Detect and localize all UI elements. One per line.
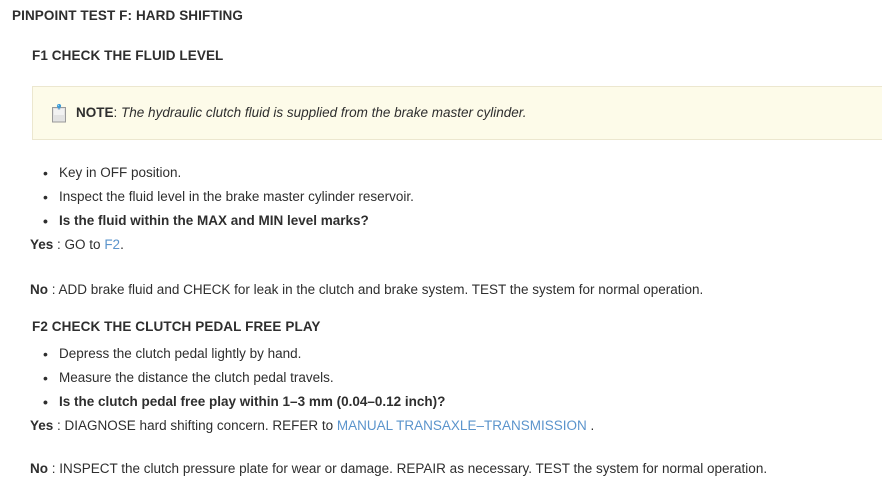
answer-text-after: . xyxy=(120,237,124,252)
list-item: Is the fluid within the MAX and MIN leve… xyxy=(0,209,414,233)
answer-separator: : xyxy=(48,461,60,476)
list-item-label: Key in OFF position. xyxy=(59,165,182,180)
list-item: Is the clutch pedal free play within 1–3… xyxy=(0,390,445,414)
answer-yes-f1: Yes : GO to F2. xyxy=(30,235,124,255)
list-item-label: Inspect the fluid level in the brake mas… xyxy=(59,189,414,204)
list-item-label: Is the fluid within the MAX and MIN leve… xyxy=(59,213,369,228)
note-text: NOTE: The hydraulic clutch fluid is supp… xyxy=(76,104,526,122)
answer-text-after: . xyxy=(586,418,595,433)
answer-text: ADD brake fluid and CHECK for leak in th… xyxy=(58,282,704,297)
step-heading-f2: F2 CHECK THE CLUTCH PEDAL FREE PLAY xyxy=(32,319,321,334)
step-heading-f1: F1 CHECK THE FLUID LEVEL xyxy=(32,48,224,63)
note-separator: : xyxy=(113,105,118,121)
page-title: PINPOINT TEST F: HARD SHIFTING xyxy=(12,8,243,23)
answer-separator: : xyxy=(53,237,65,252)
list-item-label: Depress the clutch pedal lightly by hand… xyxy=(59,346,302,361)
list-item-label: Measure the distance the clutch pedal tr… xyxy=(59,370,334,385)
note-body: The hydraulic clutch fluid is supplied f… xyxy=(121,105,527,121)
list-item: Measure the distance the clutch pedal tr… xyxy=(0,366,445,390)
answer-separator: : xyxy=(48,282,59,297)
answer-separator: : xyxy=(53,418,65,433)
answer-text: DIAGNOSE hard shifting concern. REFER to xyxy=(64,418,337,433)
list-item: Depress the clutch pedal lightly by hand… xyxy=(0,342,445,366)
step-f2-bullet-list: Depress the clutch pedal lightly by hand… xyxy=(0,342,445,414)
note-callout-box: NOTE: The hydraulic clutch fluid is supp… xyxy=(32,86,882,140)
answer-no-f2: No : INSPECT the clutch pressure plate f… xyxy=(30,459,767,479)
answer-text: INSPECT the clutch pressure plate for we… xyxy=(59,461,768,476)
note-content: NOTE: The hydraulic clutch fluid is supp… xyxy=(51,87,526,139)
note-label: NOTE xyxy=(76,105,114,121)
link-f2[interactable]: F2 xyxy=(104,237,121,252)
list-item: Key in OFF position. xyxy=(0,161,414,185)
answer-key: No xyxy=(30,461,48,476)
answer-key: No xyxy=(30,282,48,297)
step-f1-bullet-list: Key in OFF position. Inspect the fluid l… xyxy=(0,161,414,233)
answer-no-f1: No : ADD brake fluid and CHECK for leak … xyxy=(30,280,703,300)
answer-yes-f2: Yes : DIAGNOSE hard shifting concern. RE… xyxy=(30,416,594,436)
list-item-label: Is the clutch pedal free play within 1–3… xyxy=(59,394,446,409)
note-pin-icon xyxy=(51,103,67,123)
answer-text: GO to xyxy=(64,237,105,252)
list-item: Inspect the fluid level in the brake mas… xyxy=(0,185,414,209)
answer-key: Yes xyxy=(30,418,54,433)
answer-key: Yes xyxy=(30,237,54,252)
link-manual-transaxle-transmission[interactable]: MANUAL TRANSAXLE–TRANSMISSION xyxy=(336,418,587,433)
